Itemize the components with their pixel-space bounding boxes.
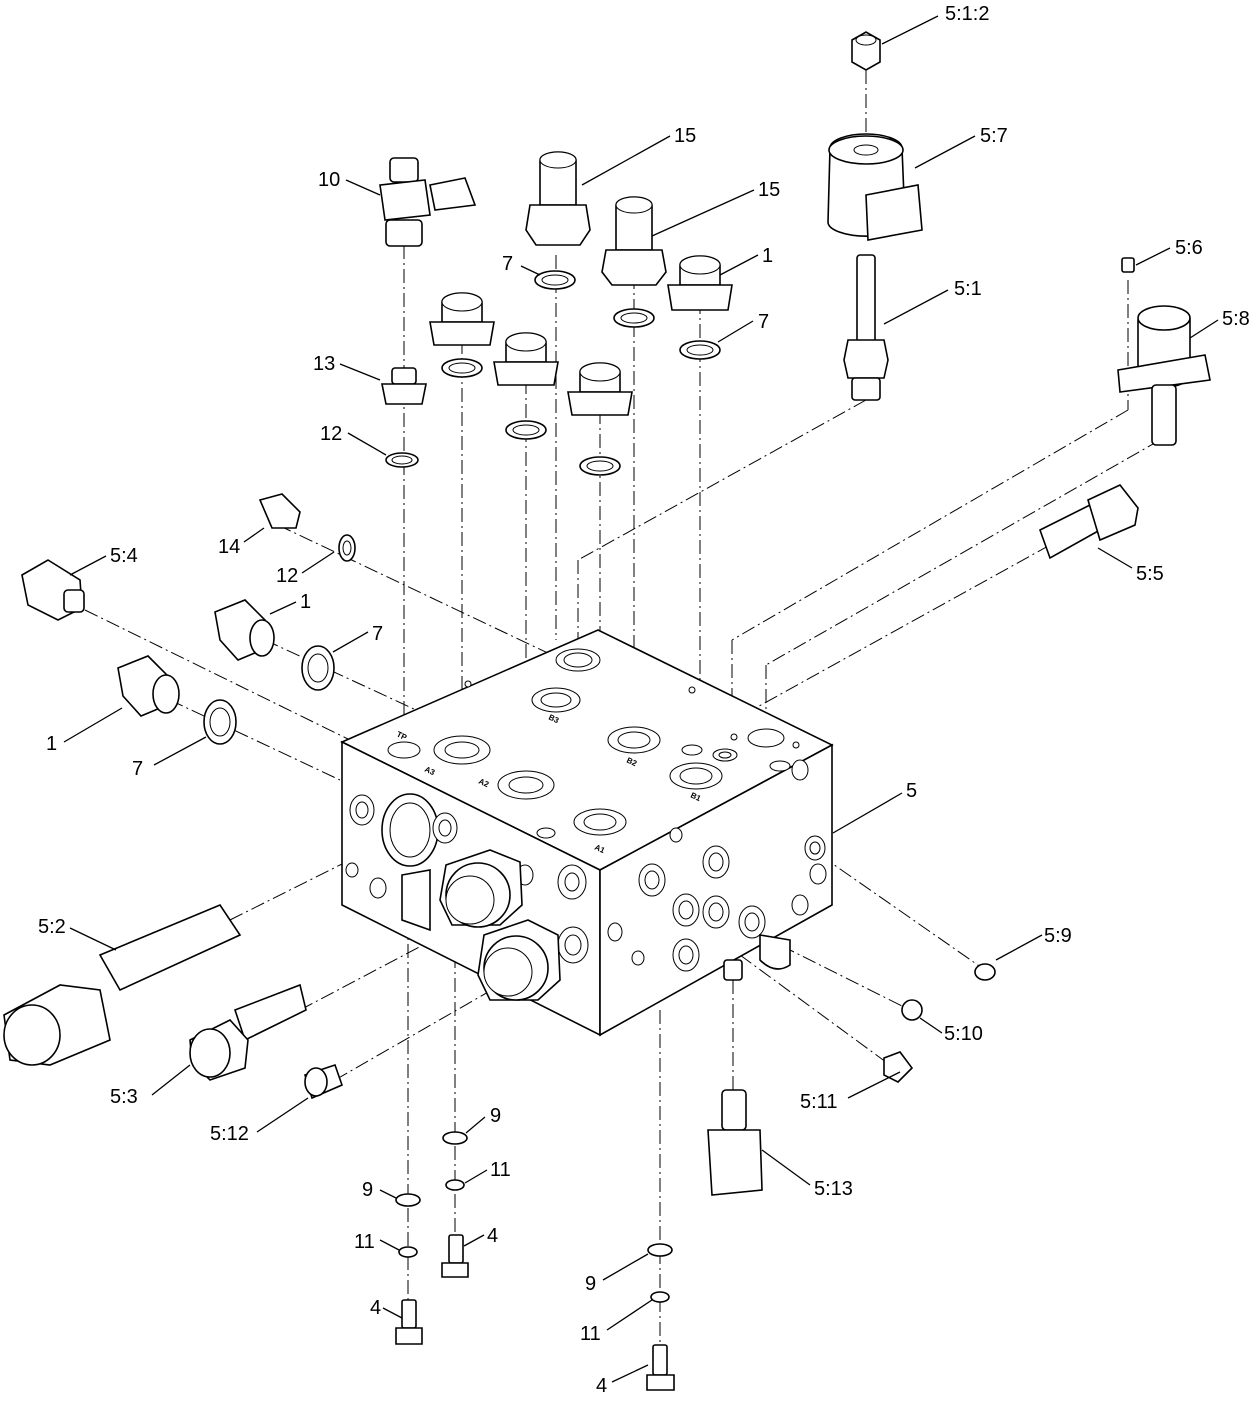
callout-10: 10 [318,169,340,191]
part-5-11-plug [883,1051,914,1083]
front-plug-upper [439,849,523,928]
callout-5-9: 5:9 [1044,925,1072,947]
callout-5-5: 5:5 [1136,563,1164,585]
part-5-1-cartridge [843,254,889,401]
callout-9-b: 9 [362,1179,373,1201]
callout-9-c: 9 [585,1273,596,1295]
callout-7-mid: 7 [372,623,383,645]
part-14-fitting [258,493,301,529]
part-1-left-fitting [117,655,180,717]
callout-9-a: 9 [490,1105,501,1127]
callout-4-a: 4 [487,1225,498,1247]
callout-15a: 15 [674,125,696,147]
part-5-1-2-nut [851,31,881,71]
callout-14: 14 [218,536,240,558]
port-label-b1: B1 [689,791,703,804]
part-fitting-a3 [429,292,495,346]
part-7-left-washer [203,699,237,745]
callout-7-top-right: 7 [758,311,769,333]
callout-5-13: 5:13 [814,1178,853,1200]
part-12-washer-left [338,534,356,562]
part-5-10-plug [901,999,923,1021]
part-5-3-cartridge-valve [189,983,307,1081]
callout-11-a: 11 [490,1159,511,1181]
callout-12-top: 12 [320,423,342,445]
port-label-a3: A3 [423,765,437,778]
port-label-b2: B2 [625,756,639,769]
seal-washers [385,270,721,476]
callout-5-12: 5:12 [210,1123,249,1145]
part-5-9-plug [974,963,996,981]
part-fitting-a2 [493,332,559,386]
callout-7-left: 7 [132,758,143,780]
callout-13: 13 [313,353,335,375]
callout-11-c: 11 [580,1323,601,1345]
part-10-sensor [379,157,477,247]
front-plug-lower [477,919,561,1001]
callout-5-3: 5:3 [110,1086,138,1108]
part-15b-fitting [601,196,667,286]
callout-5-7: 5:7 [980,125,1008,147]
callout-1-left: 1 [46,733,57,755]
bottom-hardware [395,1131,675,1391]
callout-15b: 15 [758,179,780,201]
port-label-tp: TP [395,730,409,743]
callout-5-2: 5:2 [38,916,66,938]
leader-lines [63,15,1219,1383]
part-5-8-solenoid-valve [1117,305,1211,446]
callout-5-8: 5:8 [1222,308,1250,330]
callout-11-b: 11 [354,1231,375,1253]
callout-1-mid: 1 [300,591,311,613]
part-fitting-a1 [567,362,633,416]
callout-5-4: 5:4 [110,545,138,567]
part-7-mid-washer [301,645,335,691]
callout-5-1: 5:1 [954,278,982,300]
part-5-12-plug [304,1063,344,1100]
part-5-7-coil [827,133,923,241]
part-1-top-fitting [667,255,733,311]
callout-12-left: 12 [276,565,298,587]
callout-4-b: 4 [370,1297,381,1319]
callout-7-top: 7 [502,253,513,275]
callout-1-top: 1 [762,245,773,267]
port-label-a2: A2 [477,777,491,790]
manifold-block [340,629,834,1037]
callout-4-c: 4 [596,1375,607,1397]
part-15a-fitting [525,151,591,246]
part-5-4-check-valve [21,559,85,621]
part-5-6-screw [1121,257,1135,273]
callout-5-1-2: 5:1:2 [945,3,989,25]
port-label-b3: B3 [547,713,561,726]
callout-5: 5 [906,780,917,802]
callout-labels: 5:1:2 5:7 10 15 15 1 7 7 5:6 5:1 5:8 13 … [38,3,1250,1397]
port-label-a1: A1 [593,843,607,856]
part-5-2-cartridge-valve [3,904,242,1066]
part-5-5-check-valve [1039,484,1139,560]
callout-5-6: 5:6 [1175,237,1203,259]
part-13-fitting [381,367,427,405]
callout-5-11: 5:11 [800,1091,837,1113]
part-1-mid-fitting [214,599,275,661]
part-5-13-valve [707,1089,763,1196]
callout-5-10: 5:10 [944,1023,983,1045]
